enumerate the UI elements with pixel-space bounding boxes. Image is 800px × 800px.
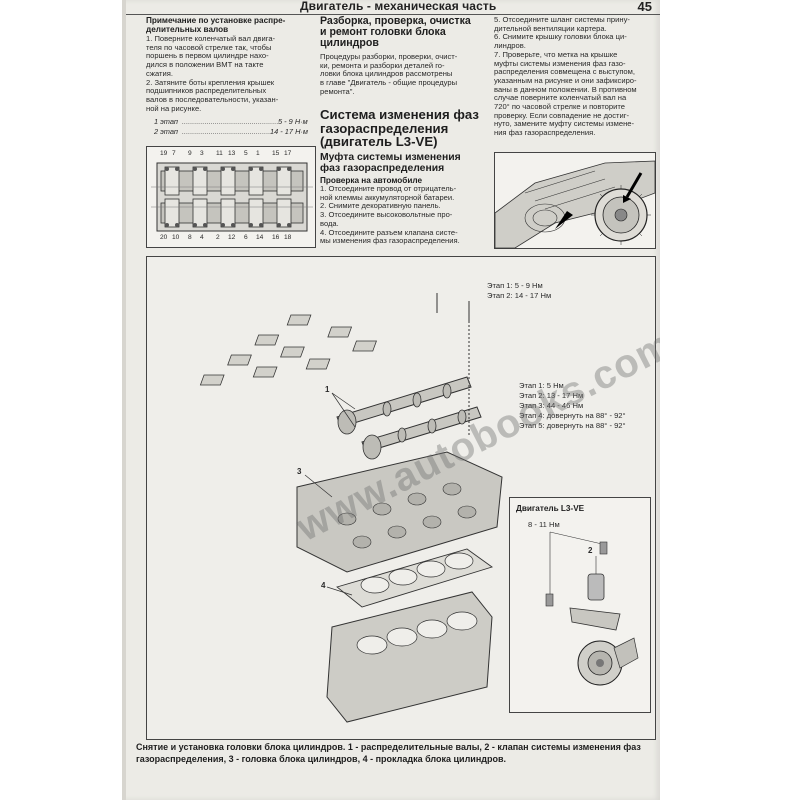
manual-page: Двигатель - механическая часть 45 Примеч… xyxy=(122,0,660,800)
torque-label-mid-4: Этап 4: довернуть на 88° - 92° xyxy=(519,411,626,420)
stage-row-1: 1 этап .................................… xyxy=(154,117,316,126)
note-title: Примечание по установке распре- делитель… xyxy=(146,16,286,34)
section-heading-vvt: Система изменения фаз газораспределения … xyxy=(320,107,479,150)
bolt-number: 16 xyxy=(272,234,280,241)
stage-value: 5 - 9 Н·м xyxy=(278,117,308,126)
bolt-number: 10 xyxy=(172,234,180,241)
callout-3: 3 xyxy=(297,467,302,476)
bolt-number: 13 xyxy=(228,150,236,157)
exploded-view-drawing xyxy=(199,293,503,723)
bolt-numbers-top: 19 7 9 3 11 13 5 1 15 17 xyxy=(147,150,315,160)
header-title: Двигатель - механическая часть xyxy=(300,0,497,13)
cylinder-head-diagram: Этап 1: 5 - 9 Нм Этап 2: 14 - 17 Нм Этап… xyxy=(146,256,656,740)
torque-label-mid-5: Этап 5: довернуть на 88° - 92° xyxy=(519,421,626,430)
callout-1: 1 xyxy=(325,385,330,394)
leader-dots: ........................................… xyxy=(182,117,278,126)
section-heading-disassembly: Разборка, проверка, очистка и ремонт гол… xyxy=(320,15,471,49)
bolt-number: 20 xyxy=(160,234,168,241)
torque-label-mid-1: Этап 1: 5 Нм xyxy=(519,381,564,390)
bolt-number: 6 xyxy=(244,234,248,241)
bolt-number: 8 xyxy=(188,234,192,241)
bolt-number: 11 xyxy=(216,150,223,157)
bolt-number: 2 xyxy=(216,234,220,241)
bolt-number: 18 xyxy=(284,234,292,241)
inset-title: Двигатель L3-VE xyxy=(516,504,585,513)
bolt-sequence-figure: 19 7 9 3 11 13 5 1 15 17 20 10 8 4 2 12 6 14 16 18 xyxy=(146,146,316,248)
inset-torque-label: 8 - 11 Нм xyxy=(528,520,560,529)
vvt-valve-drawing xyxy=(545,531,639,686)
bolt-number: 17 xyxy=(284,150,292,157)
bolt-number: 3 xyxy=(200,150,204,157)
inset-l3ve: Двигатель L3-VE 8 - 11 Нм 2 xyxy=(509,497,651,713)
page-header: Двигатель - механическая часть 45 xyxy=(122,0,660,15)
bolt-number: 4 xyxy=(200,234,204,241)
bolt-number: 7 xyxy=(172,150,176,157)
torque-label-mid-3: Этап 3: 44 - 46 Нм xyxy=(519,401,584,410)
leader-dots: ........................................… xyxy=(182,127,270,136)
torque-label-mid-2: Этап 2: 13 - 17 Нм xyxy=(519,391,584,400)
vvt-mark-figure xyxy=(494,152,656,249)
disassembly-text: Процедуры разборки, проверки, очист- ки,… xyxy=(320,52,458,96)
callout-2: 2 xyxy=(588,546,593,555)
bolt-number: 15 xyxy=(272,150,280,157)
check-steps: 1. Отсоедините провод от отрицатель- ной… xyxy=(320,184,460,246)
callout-4: 4 xyxy=(321,581,326,590)
stage-label: 2 этап xyxy=(154,127,178,136)
page-number: 45 xyxy=(637,0,652,14)
bolt-number: 19 xyxy=(160,150,168,157)
subsection-heading-clutch: Муфта системы изменения фаз газораспреде… xyxy=(320,152,461,174)
vvt-clutch-drawing xyxy=(494,160,656,249)
page-binding xyxy=(122,0,126,800)
torque-label-top-2: Этап 2: 14 - 17 Нм xyxy=(487,291,552,300)
camshaft-cover-drawing xyxy=(151,162,313,232)
stage-value: 14 - 17 Н·м xyxy=(270,127,308,136)
torque-label-top-1: Этап 1: 5 - 9 Нм xyxy=(487,281,543,290)
check-steps-continued: 5. Отсоедините шланг системы прину- дите… xyxy=(494,15,637,138)
stage-label: 1 этап xyxy=(154,117,178,126)
stage-row-2: 2 этап .................................… xyxy=(154,127,316,136)
subsection-heading-check: Проверка на автомобиле xyxy=(320,176,423,185)
bolt-numbers-bottom: 20 10 8 4 2 12 6 14 16 18 xyxy=(147,234,315,244)
note-text: 1. Поверните коленчатый вал двига- теля … xyxy=(146,34,279,113)
figure-caption: Снятие и установка головки блока цилиндр… xyxy=(136,742,641,764)
bolt-number: 9 xyxy=(188,150,192,157)
bolt-number: 5 xyxy=(244,150,248,157)
bolt-number: 14 xyxy=(256,234,264,241)
bolt-number: 12 xyxy=(228,234,236,241)
bolt-number: 1 xyxy=(256,150,260,157)
